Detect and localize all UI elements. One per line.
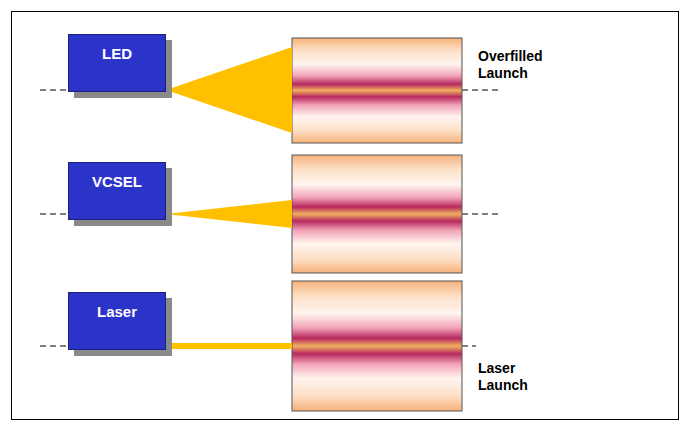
launch-label: Laser Launch bbox=[478, 360, 568, 394]
source-box: VCSEL bbox=[68, 162, 166, 220]
source-box: LED bbox=[68, 34, 166, 92]
light-beams bbox=[166, 47, 292, 349]
fibers bbox=[292, 38, 462, 411]
source-box: Laser bbox=[68, 292, 166, 350]
launch-label: Overfilled Launch bbox=[478, 48, 568, 82]
frame bbox=[12, 12, 679, 420]
source-name: VCSEL bbox=[69, 163, 165, 190]
source-name: LED bbox=[69, 35, 165, 62]
source-name: Laser bbox=[69, 293, 165, 320]
